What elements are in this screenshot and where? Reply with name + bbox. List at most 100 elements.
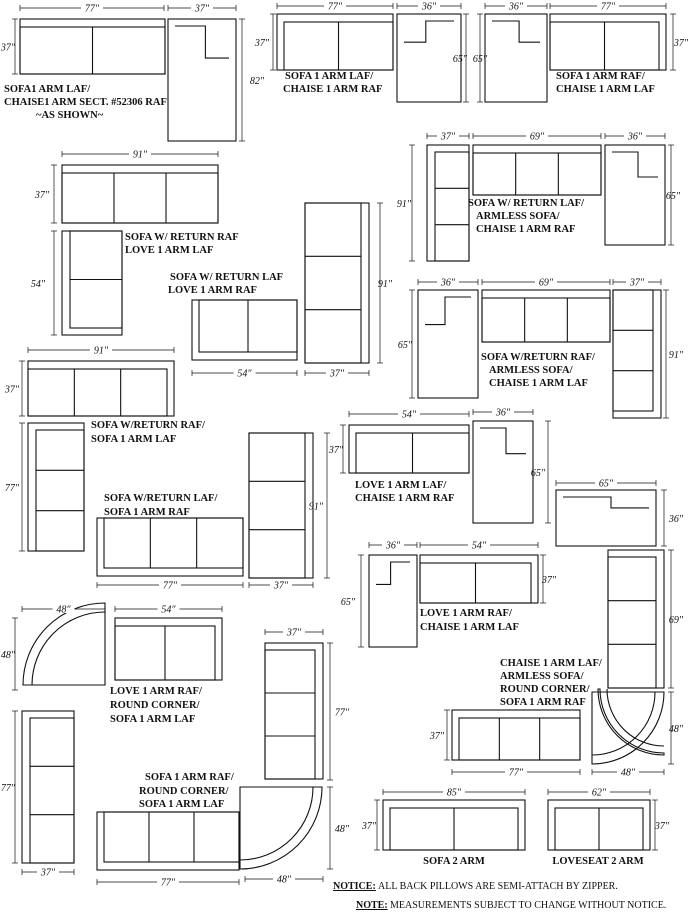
caption-n1: SOFA 1 ARM RAF/ <box>145 772 235 783</box>
dim-j-depth-label: 37″ <box>273 581 289 592</box>
caption-b1: SOFA 1 ARM LAF/ <box>285 71 374 82</box>
dim-d-chaise-w-label: 36″ <box>627 132 643 143</box>
dim-i-chaise-w-label: 36″ <box>495 408 511 419</box>
caption-e1: SOFA W/ RETURN RAF <box>125 232 239 243</box>
caption-m2: ROUND CORNER/ <box>110 700 201 711</box>
labels: 77″37″37″82″SOFA1 ARM LAF/CHAISE1 ARM SE… <box>0 0 689 889</box>
notice-label: NOTICE: <box>333 881 376 892</box>
caption-sofa-2arm: SOFA 2 ARM <box>423 856 485 867</box>
dim-q-width-label: 62″ <box>592 788 607 799</box>
caption-i1: LOVE 1 ARM LAF/ <box>355 480 447 491</box>
dim-c-width-bg <box>597 0 619 10</box>
dim-m-sofa-w-label: 77″ <box>509 768 524 779</box>
dim-k-chaise-w-bg <box>595 477 617 487</box>
note-text: MEASUREMENTS SUBJECT TO CHANGE WITHOUT N… <box>390 900 666 911</box>
dim-g-height-label: 91″ <box>669 350 684 361</box>
armless-g-seat <box>481 297 611 343</box>
dim-l-chaise-w-bg <box>382 539 404 549</box>
caption-f1: SOFA W/ RETURN LAF <box>170 272 283 283</box>
dim-e-depth-label: 37″ <box>34 190 50 201</box>
caption-a2: CHAISE1 ARM SECT. #52306 RAF <box>4 97 167 108</box>
caption-d2: ARMLESS SOFA/ <box>476 211 561 222</box>
dim-c-chaise-w-label: 36″ <box>508 2 524 13</box>
dim-h-width-label: 91″ <box>94 346 109 357</box>
dim-g-return-w-label: 37″ <box>629 278 645 289</box>
dim-j-height-label: 91″ <box>309 502 324 513</box>
dim-o-depth-bg <box>283 626 305 636</box>
chaise-g <box>417 289 479 399</box>
sofa-o2-seat <box>103 811 240 863</box>
caption-c1: SOFA 1 ARM RAF/ <box>556 71 646 82</box>
dim-i-depth-label: 37″ <box>328 445 344 456</box>
dim-d-chaise-h-label: 65″ <box>666 191 681 202</box>
love-h-seat <box>35 429 85 552</box>
dim-d-return-w-label: 37″ <box>440 132 456 143</box>
dim-m-corner-h-label: 48″ <box>669 724 684 735</box>
dim-n-corner-w-label: 48″ <box>56 605 71 616</box>
caption-b2: CHAISE 1 ARM RAF <box>283 84 382 95</box>
dim-d-return-w-bg <box>437 130 459 140</box>
dim-j-depth-bg <box>270 579 292 589</box>
return-d <box>426 144 470 262</box>
sofa-f-seat <box>304 202 362 364</box>
dim-c-width-label: 77″ <box>601 2 616 13</box>
dim-a-chaise-w-bg <box>191 2 213 12</box>
dim-n-sofa-h-label: 77″ <box>1 783 16 794</box>
dim-f-height-label: 91″ <box>378 279 393 290</box>
dim-i-love-w-bg <box>398 408 420 418</box>
corner-n-back <box>31 611 106 686</box>
armless-m-seat <box>607 556 657 689</box>
caption-d1: SOFA W/ RETURN LAF/ <box>468 198 585 209</box>
dim-n-love-w-bg <box>157 603 180 613</box>
love-l <box>419 554 539 604</box>
dim-e-width-bg <box>129 148 151 158</box>
dim-c-chaise-h-label: 65″ <box>473 54 488 65</box>
sofa-o-seat <box>264 649 316 780</box>
dim-d-chaise-w-bg <box>624 130 646 140</box>
caption-m1: LOVE 1 ARM RAF/ <box>110 686 203 697</box>
dim-o-corner-w-bg <box>273 873 295 883</box>
caption-l2: ARMLESS SOFA/ <box>500 671 585 682</box>
dim-p-depth-label: 37″ <box>361 821 377 832</box>
sofa-n-seat <box>29 717 75 864</box>
return-g-seat <box>612 289 654 412</box>
furniture-pieces <box>19 13 667 871</box>
caption-h1: SOFA W/RETURN RAF/ <box>91 420 206 431</box>
dim-o-sofa-h-label: 77″ <box>335 708 350 719</box>
caption-i2: CHAISE 1 ARM RAF <box>355 493 454 504</box>
caption-h2: SOFA 1 ARM LAF <box>91 434 176 445</box>
dim-a-depth-label: 37″ <box>0 43 16 54</box>
chaise-b <box>396 13 462 103</box>
dim-l-chaise-w-label: 36″ <box>385 541 401 552</box>
chaise-k <box>555 489 657 547</box>
chaise-d-back <box>612 151 658 178</box>
dim-d-armless-w-bg <box>526 130 548 140</box>
chaise-i-back <box>480 427 526 455</box>
caption-g1: SOFA W/RETURN RAF/ <box>481 352 596 363</box>
notice-text: ALL BACK PILLOWS ARE SEMI-ATTACH BY ZIPP… <box>378 881 618 892</box>
dim-f-love-w-label: 54″ <box>237 369 252 380</box>
dim-g-chaise-w-bg <box>437 276 459 286</box>
caption-d3: CHAISE 1 ARM RAF <box>476 224 575 235</box>
note-label: NOTE: <box>356 900 388 911</box>
dim-l-chaise-h-label: 65″ <box>341 597 356 608</box>
dim-n-corner-w-bg <box>52 603 75 613</box>
sofa-e-seat <box>61 172 219 224</box>
dim-o-sofa-w-bg <box>157 876 179 886</box>
chaise-l <box>368 554 418 648</box>
dim-e-width-label: 91″ <box>133 150 148 161</box>
sofa-f <box>304 202 370 364</box>
dim-c-depth-label: 37″ <box>673 38 689 49</box>
love-e <box>61 230 123 336</box>
dim-l-love-w-label: 54″ <box>472 541 487 552</box>
dim-f-love-w-bg <box>233 367 256 377</box>
dim-q-width-bg <box>588 786 610 796</box>
dim-b-chaise-w-bg <box>418 0 440 10</box>
caption-l3: ROUND CORNER/ <box>500 684 591 695</box>
chaise-a-back <box>175 25 229 59</box>
corner-o <box>239 786 323 870</box>
dim-a-chaise-w-label: 37″ <box>194 4 210 15</box>
chaise-d <box>604 144 666 246</box>
chaise-b-back <box>404 20 454 43</box>
sofa-m-seat <box>458 717 581 761</box>
